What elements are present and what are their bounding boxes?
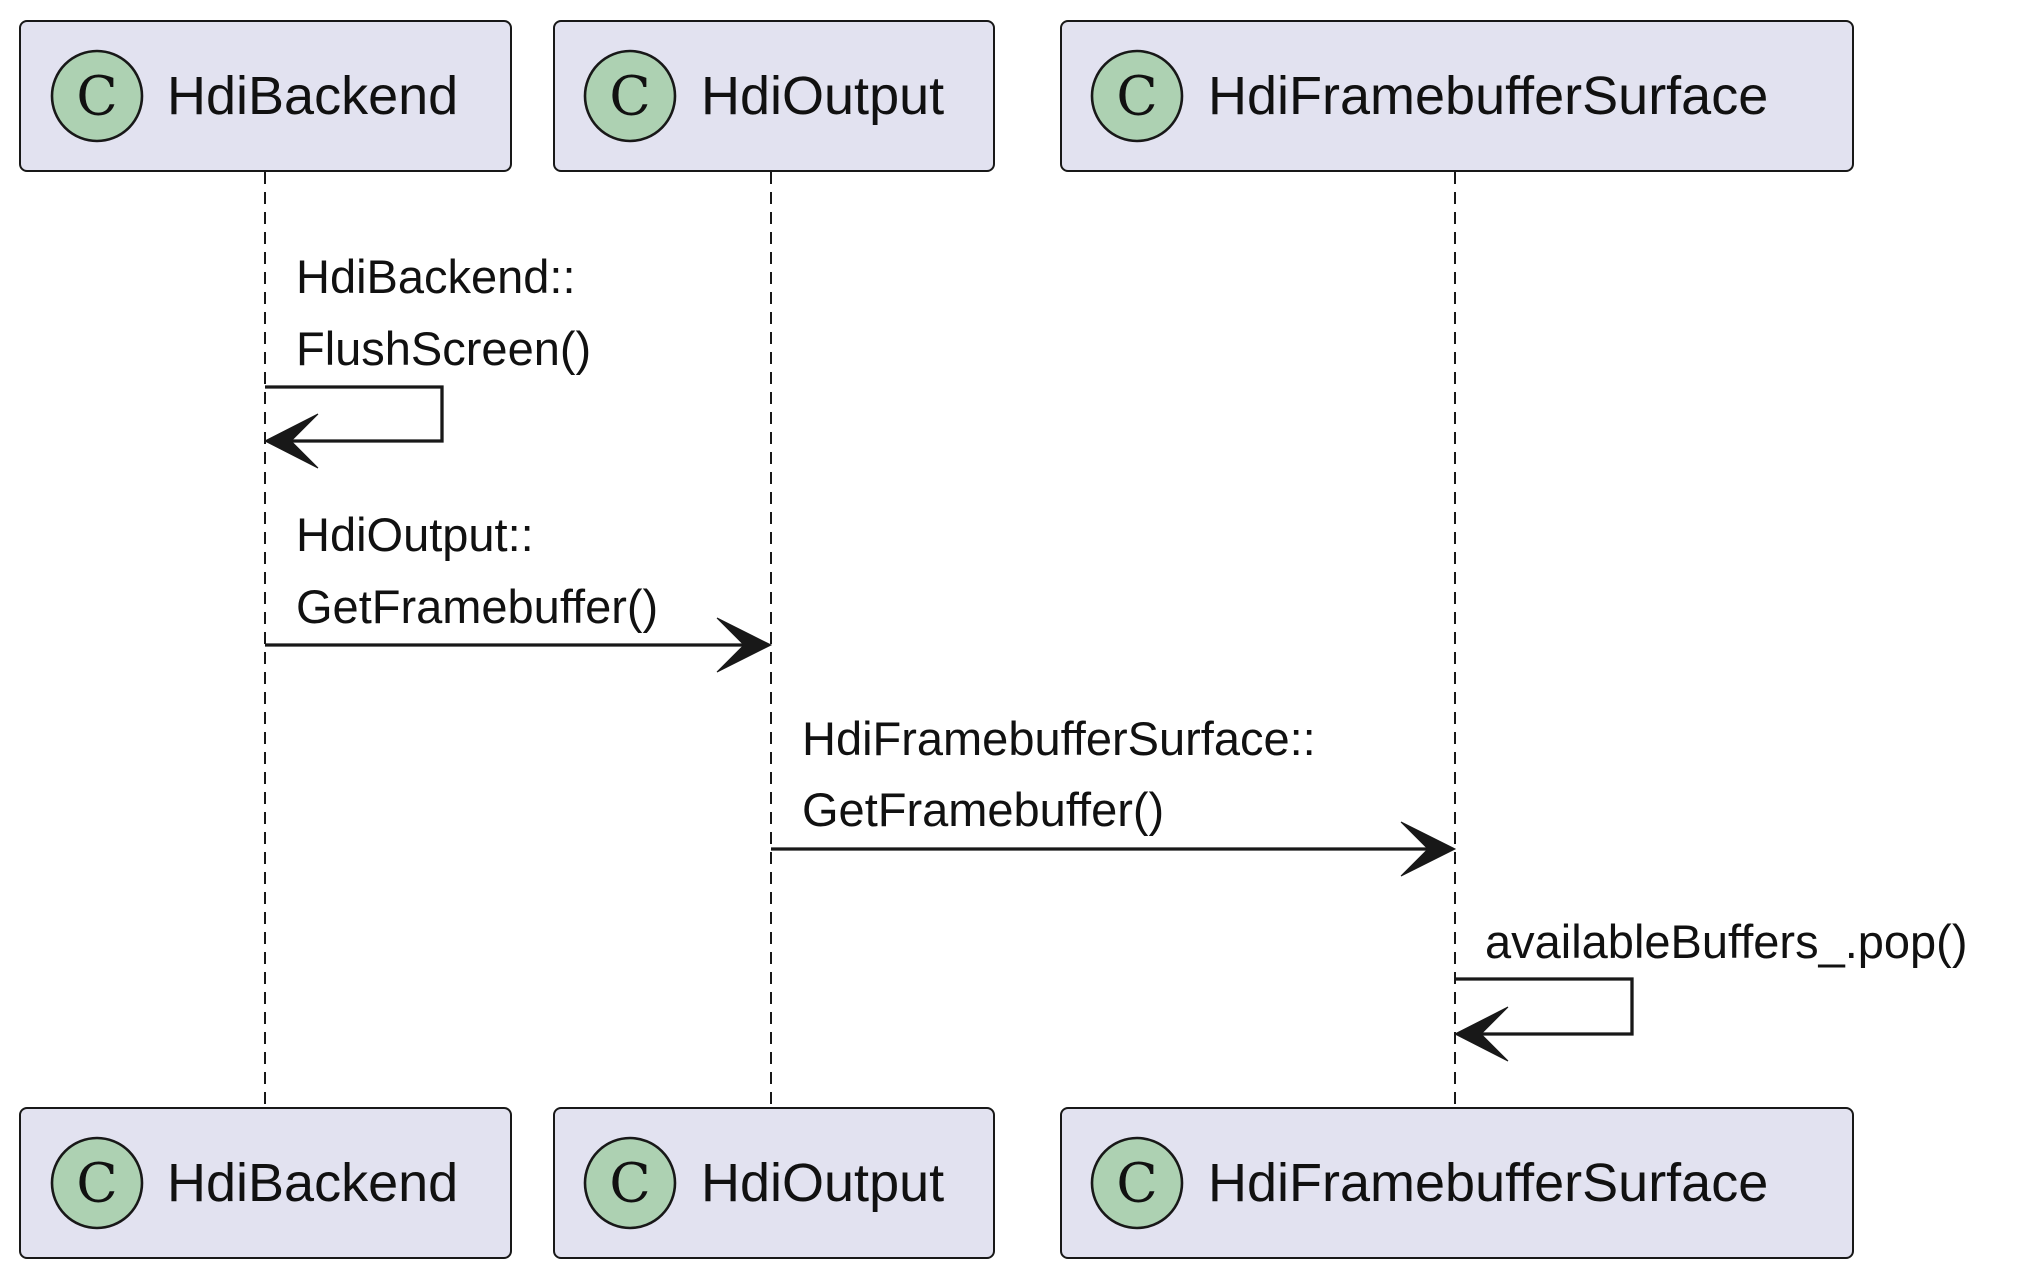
participant-hdioutput-bottom: C HdiOutput <box>553 1107 995 1259</box>
class-icon <box>583 49 677 143</box>
message-availablebuffers-pop: availableBuffers_.pop() <box>1453 915 1967 1062</box>
class-icon <box>1090 49 1184 143</box>
message-label-line: FlushScreen() <box>296 322 591 375</box>
participant-hdibackend-top: C HdiBackend <box>19 20 512 172</box>
participant-hdiframebuffersurface-bottom: C HdiFramebufferSurface <box>1060 1107 1854 1259</box>
message-label-line: availableBuffers_.pop() <box>1485 915 1967 968</box>
participant-name: HdiFramebufferSurface <box>1208 1153 1768 1213</box>
arrowhead <box>716 617 773 673</box>
arrowhead <box>1453 1006 1509 1062</box>
message-label-line: HdiOutput:: <box>296 508 534 561</box>
message-label-line: HdiFramebufferSurface:: <box>802 712 1316 765</box>
class-icon <box>583 1136 677 1230</box>
message-label-line: HdiBackend:: <box>296 250 576 303</box>
self-call-arrow-line <box>1455 977 1634 1036</box>
class-icon-letter: C <box>1116 1152 1157 1215</box>
participant-name: HdiOutput <box>701 1153 944 1213</box>
message-label-line: GetFramebuffer() <box>802 783 1164 836</box>
class-icon-letter: C <box>1116 65 1157 128</box>
participant-name: HdiBackend <box>167 66 458 126</box>
class-icon-letter: C <box>609 1152 650 1215</box>
participant-name: HdiOutput <box>701 66 944 126</box>
participant-name: HdiBackend <box>167 1153 458 1213</box>
participant-hdiframebuffersurface-top: C HdiFramebufferSurface <box>1060 20 1854 172</box>
class-icon-letter: C <box>76 1152 117 1215</box>
class-icon-letter: C <box>76 65 117 128</box>
class-icon <box>50 1136 144 1230</box>
participant-hdioutput-top: C HdiOutput <box>553 20 995 172</box>
class-icon <box>1090 1136 1184 1230</box>
message-flushscreen: HdiBackend:: FlushScreen() <box>263 250 591 469</box>
class-icon-letter: C <box>609 65 650 128</box>
class-icon <box>50 49 144 143</box>
participant-hdibackend-bottom: C HdiBackend <box>19 1107 512 1259</box>
message-label-line: GetFramebuffer() <box>296 580 658 633</box>
arrowhead <box>1400 821 1457 877</box>
arrowhead <box>263 413 319 469</box>
message-hdiframebuffersurface-getframebuffer: HdiFramebufferSurface:: GetFramebuffer() <box>771 712 1457 877</box>
message-hdioutput-getframebuffer: HdiOutput:: GetFramebuffer() <box>265 508 773 673</box>
participant-name: HdiFramebufferSurface <box>1208 66 1768 126</box>
self-call-arrow-line <box>265 385 444 443</box>
